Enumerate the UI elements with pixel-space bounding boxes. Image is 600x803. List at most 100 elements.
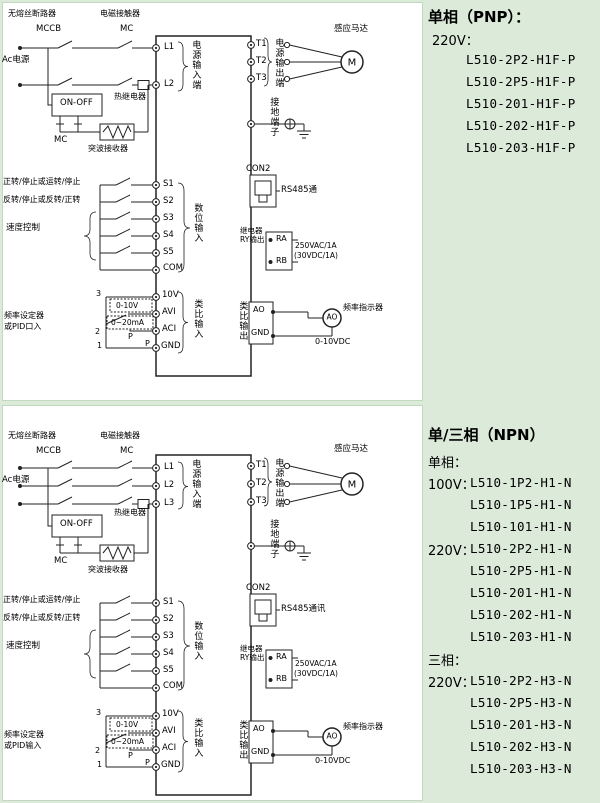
d2-fwd-label: 正转/停止或运转/停止 bbox=[3, 595, 81, 604]
d2-analog-output-label: 类比输出 bbox=[237, 720, 248, 760]
d1-power-input-label: 电源输入端 bbox=[190, 40, 201, 90]
npn-220v-model-0: L510-2P2-H1-N bbox=[470, 541, 572, 556]
d1-breaker-label: 无熔丝断路器 bbox=[8, 9, 56, 18]
d1-aci-label: ACI bbox=[162, 324, 177, 334]
d2-s3-label: S3 bbox=[163, 631, 174, 641]
d1-analog-output-label: 类比输出 bbox=[237, 301, 248, 341]
d2-power-input-label: 电源输入端 bbox=[190, 459, 201, 509]
d2-pot2-label: 2 bbox=[95, 746, 101, 755]
d2-t1-label: T1 bbox=[256, 460, 267, 470]
pnp-title: 单相（PNP）： bbox=[428, 8, 531, 26]
d1-10v-label: 10V bbox=[162, 290, 179, 300]
d1-rating2-label: (30VDC/1A) bbox=[294, 251, 338, 260]
d2-meter-label: 频率指示器 bbox=[343, 722, 383, 731]
npn-3ph-model-4: L510-203-H3-N bbox=[470, 761, 572, 776]
d2-rating2-label: (30VDC/1A) bbox=[294, 669, 338, 678]
d1-p1-label: P bbox=[128, 332, 133, 341]
d2-rev-label: 反转/停止或反转/正转 bbox=[3, 613, 81, 622]
d2-motor-label: 感应马达 bbox=[334, 444, 369, 454]
d2-gnd-in-label: GND bbox=[161, 760, 181, 770]
pnp-model-3: L510-202-H1F-P bbox=[466, 118, 576, 133]
d2-range-v-label: 0-10V bbox=[116, 720, 139, 729]
d2-p2-label: P bbox=[145, 758, 150, 767]
npn-title: 单/三相（NPN） bbox=[428, 426, 545, 444]
d2-10v-label: 10V bbox=[162, 709, 179, 719]
d1-freq-setter1-label: 频率设定器 bbox=[4, 311, 44, 320]
d2-s1-label: S1 bbox=[163, 597, 174, 607]
d2-l1-label: L1 bbox=[164, 462, 175, 472]
d1-t2-label: T2 bbox=[256, 56, 267, 66]
d2-surge-label: 突波接收器 bbox=[88, 565, 128, 574]
d2-earth-label: 接地端子 bbox=[268, 519, 279, 559]
d1-rev-label: 反转/停止或反转/正转 bbox=[3, 195, 81, 204]
d2-ra-label: RA bbox=[276, 652, 287, 661]
d1-com-label: COM bbox=[163, 263, 183, 273]
d2-ao-label: AO bbox=[253, 724, 265, 733]
d2-meter-range-label: 0-10VDC bbox=[315, 756, 351, 765]
d1-freq-setter2-label: 或PID口入 bbox=[4, 322, 42, 331]
d1-rb-label: RB bbox=[276, 256, 288, 265]
d1-t1-label: T1 bbox=[256, 39, 267, 49]
d1-analog-input-label: 类比输入 bbox=[192, 299, 203, 339]
npn-100v-model-1: L510-1P5-H1-N bbox=[470, 497, 572, 512]
npn-100v-model-0: L510-1P2-H1-N bbox=[470, 475, 572, 490]
d1-s4-label: S4 bbox=[163, 230, 174, 240]
npn-3ph-220v-label: 220V： bbox=[428, 676, 475, 691]
d1-l1-label: L1 bbox=[164, 42, 175, 52]
pnp-model-1: L510-2P5-H1F-P bbox=[466, 74, 576, 89]
npn-100v-model-2: L510-101-H1-N bbox=[470, 519, 572, 534]
d2-gnd-out-label: GND bbox=[251, 747, 270, 756]
npn-3ph-model-1: L510-2P5-H3-N bbox=[470, 695, 572, 710]
d2-mc-top-label: MC bbox=[120, 446, 134, 456]
d1-s5-label: S5 bbox=[163, 247, 174, 257]
d2-mc-coil-label: MC bbox=[54, 556, 68, 566]
d2-breaker-label: 无熔丝断路器 bbox=[8, 431, 56, 440]
d1-ra-label: RA bbox=[276, 234, 287, 243]
d1-meter-ao: AO bbox=[326, 312, 338, 322]
d1-pot1-label: 1 bbox=[97, 341, 103, 350]
d2-mccb-label: MCCB bbox=[36, 446, 62, 456]
npn-three-phase-label: 三相： bbox=[428, 654, 468, 669]
d2-l3-label: L3 bbox=[164, 498, 175, 508]
d1-p2-label: P bbox=[145, 339, 150, 348]
pnp-model-4: L510-203-H1F-P bbox=[466, 140, 576, 155]
d1-earth-label: 接地端子 bbox=[268, 97, 279, 137]
d2-l2-label: L2 bbox=[164, 480, 175, 490]
d1-rs485-label: RS485通 bbox=[281, 185, 318, 195]
d2-com-label: COM bbox=[163, 681, 183, 691]
d2-digital-input-label: 数位输入 bbox=[192, 621, 203, 661]
d1-relay-label: 继电器RY输出 bbox=[240, 226, 265, 245]
d2-p1-label: P bbox=[128, 751, 133, 760]
d1-ac-power-label: Ac电源 bbox=[2, 55, 30, 65]
d1-s1-label: S1 bbox=[163, 179, 174, 189]
d2-rating1-label: 250VAC/1A bbox=[295, 659, 337, 668]
d1-gnd-out-label: GND bbox=[251, 328, 270, 337]
d2-s5-label: S5 bbox=[163, 665, 174, 675]
d1-meter-label: 频率指示器 bbox=[343, 303, 383, 312]
d1-fwd-label: 正转/停止或运转/停止 bbox=[3, 177, 81, 186]
d1-con2-label: CON2 bbox=[246, 164, 271, 174]
npn-220v-model-1: L510-2P5-H1-N bbox=[470, 563, 572, 578]
d1-t3-label: T3 bbox=[256, 73, 267, 83]
d2-t2-label: T2 bbox=[256, 478, 267, 488]
pnp-model-0: L510-2P2-H1F-P bbox=[466, 52, 576, 67]
d1-avi-label: AVI bbox=[162, 307, 176, 317]
d2-meter-ao: AO bbox=[326, 731, 338, 741]
d2-pot1-label: 1 bbox=[97, 760, 103, 769]
d1-digital-input-label: 数位输入 bbox=[192, 203, 203, 243]
d2-contactor-label: 电磁接触器 bbox=[100, 431, 140, 440]
d2-ac-power-label: Ac电源 bbox=[2, 475, 30, 485]
d2-thermal-label: 热继电器 bbox=[114, 508, 146, 517]
d1-meter-range-label: 0-10VDC bbox=[315, 337, 351, 346]
npn-3ph-model-3: L510-202-H3-N bbox=[470, 739, 572, 754]
d1-motor-m: M bbox=[347, 56, 357, 68]
d1-s2-label: S2 bbox=[163, 196, 174, 206]
npn-220v-model-2: L510-201-H1-N bbox=[470, 585, 572, 600]
d1-power-output-label: 电源输出端 bbox=[273, 38, 284, 88]
d1-pot3-label: 3 bbox=[96, 289, 102, 298]
d1-range-ma-label: 0~20mA bbox=[111, 318, 145, 327]
d1-s3-label: S3 bbox=[163, 213, 174, 223]
d2-avi-label: AVI bbox=[162, 726, 176, 736]
npn-100v-label: 100V： bbox=[428, 478, 475, 493]
d1-speed-label: 速度控制 bbox=[6, 223, 41, 233]
